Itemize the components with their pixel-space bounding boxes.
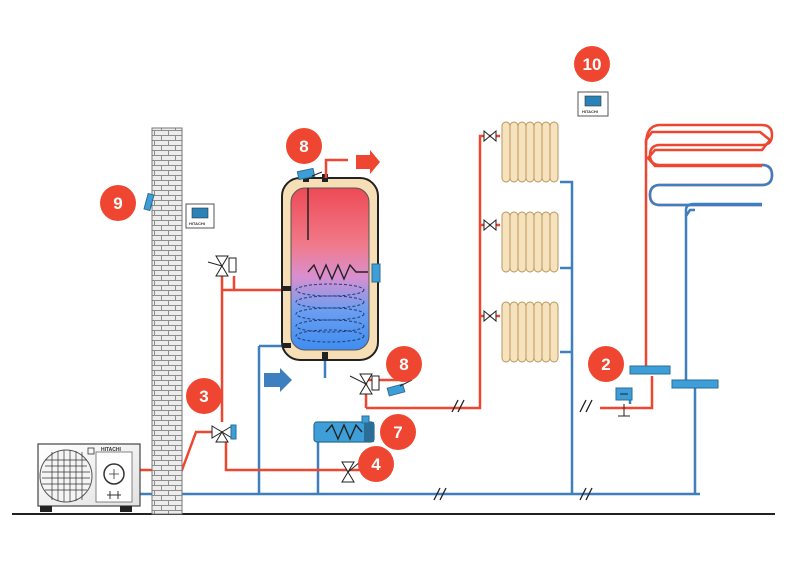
outdoor-unit-brand: HITACHI (101, 447, 122, 453)
radiator-bottom (501, 301, 559, 363)
callout-3-label: 3 (199, 387, 208, 406)
callout-3: 3 (186, 378, 222, 414)
callout-9: 9 (100, 185, 136, 221)
controller-right-brand: HITACHI (582, 109, 598, 114)
controller-left-brand: HITACHI (189, 221, 205, 226)
dhw-temperature-sensor (386, 379, 413, 397)
callout-8-top-label: 8 (299, 137, 308, 156)
radiator-valves (483, 129, 497, 323)
callout-8-top: 8 (286, 128, 322, 164)
callout-4: 4 (358, 446, 394, 482)
three-way-valve (211, 424, 237, 443)
room-controller-right: HITACHI (577, 91, 609, 117)
callout-8-mid-label: 8 (399, 355, 408, 374)
callout-2-label: 2 (601, 355, 610, 374)
flow-manifold (629, 365, 671, 375)
callout-4-label: 4 (371, 455, 381, 474)
backup-electric-heater (313, 415, 375, 443)
callout-8-mid: 8 (386, 346, 422, 382)
cold-water-in-arrow (264, 368, 292, 392)
outdoor-heat-pump-unit: HITACHI (37, 443, 141, 512)
callout-10: 10 (574, 46, 610, 82)
safety-valve-left (207, 255, 237, 277)
callout-7: 7 (380, 414, 416, 450)
callout-10-label: 10 (583, 55, 602, 74)
non-return-valve-4 (341, 461, 361, 483)
cold-return-pipes (140, 180, 700, 496)
callout-7-label: 7 (393, 423, 402, 442)
mixing-pump (615, 387, 633, 417)
domestic-hot-water-tank (281, 158, 381, 361)
return-manifold (671, 379, 719, 389)
radiator-top (501, 121, 559, 183)
room-controller-left: HITACHI (185, 203, 215, 229)
pipe-break-marks (433, 399, 593, 501)
outdoor-temperature-sensor (143, 192, 155, 212)
safety-valve-lower (349, 373, 380, 395)
hot-flow-pipes (140, 130, 772, 472)
callout-2: 2 (588, 346, 624, 382)
underfloor-heating-loops (644, 123, 774, 216)
callout-9-label: 9 (113, 194, 122, 213)
radiator-middle (501, 211, 559, 273)
hot-water-out-arrow (356, 150, 380, 174)
brick-wall (151, 127, 183, 515)
